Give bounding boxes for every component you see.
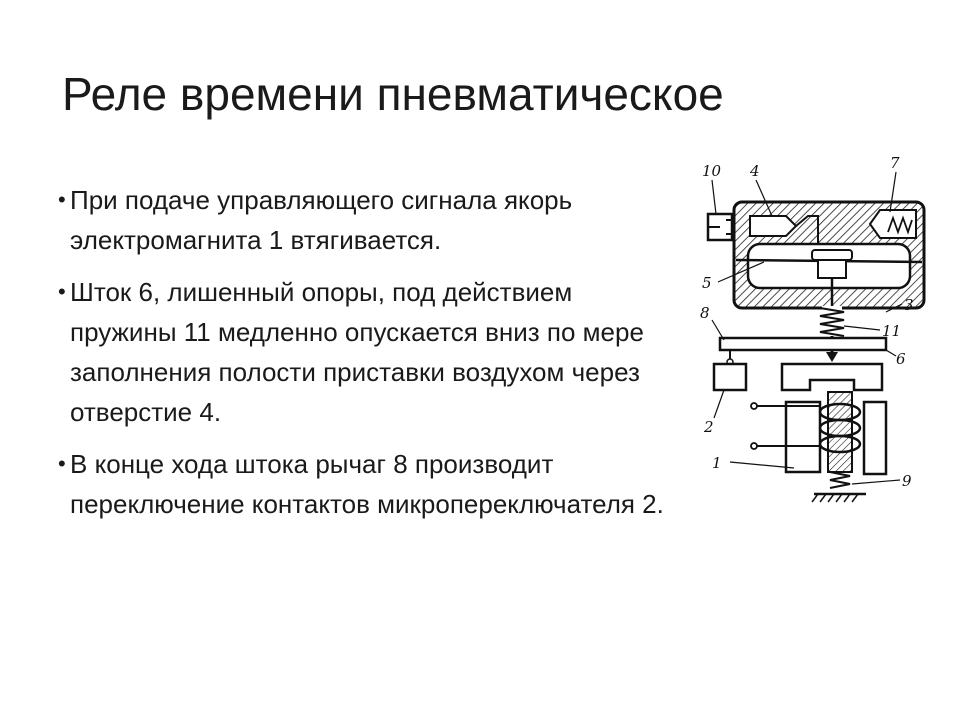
callout-labels: 10 4 7 5 8 11 3 6 2 1 9	[700, 154, 914, 490]
bullet-item: В конце хода штока рычаг 8 производит пе…	[58, 444, 670, 524]
label-6: 6	[896, 350, 906, 368]
label-1: 1	[712, 454, 722, 472]
adjust-screw	[706, 212, 734, 242]
label-11: 11	[882, 322, 901, 340]
leader-lines	[711, 171, 903, 485]
label-4: 4	[749, 162, 760, 180]
micro-switch	[712, 362, 748, 392]
bullet-item: При подаче управляющего сигнала якорь эл…	[58, 180, 670, 260]
label-10: 10	[702, 162, 722, 180]
slide-title: Реле времени пневматическое	[62, 68, 724, 120]
label-3: 3	[904, 296, 914, 314]
label-9: 9	[902, 472, 912, 490]
label-8: 8	[700, 304, 710, 322]
bottom-spring	[811, 471, 866, 503]
bullet-list: При подаче управляющего сигнала якорь эл…	[58, 180, 670, 536]
label-5: 5	[702, 274, 712, 292]
pneumatic-housing	[732, 200, 926, 310]
relay-schematic-svg: 10 4 7 5 8 11 3 6 2 1 9	[700, 154, 926, 503]
electromagnet	[750, 362, 888, 476]
relay-schematic: 10 4 7 5 8 11 3 6 2 1 9	[690, 150, 940, 510]
lever	[718, 336, 888, 366]
bullet-item: Шток 6, лишенный опоры, под действием пр…	[58, 272, 670, 432]
label-2: 2	[703, 418, 714, 436]
label-7: 7	[890, 154, 900, 172]
